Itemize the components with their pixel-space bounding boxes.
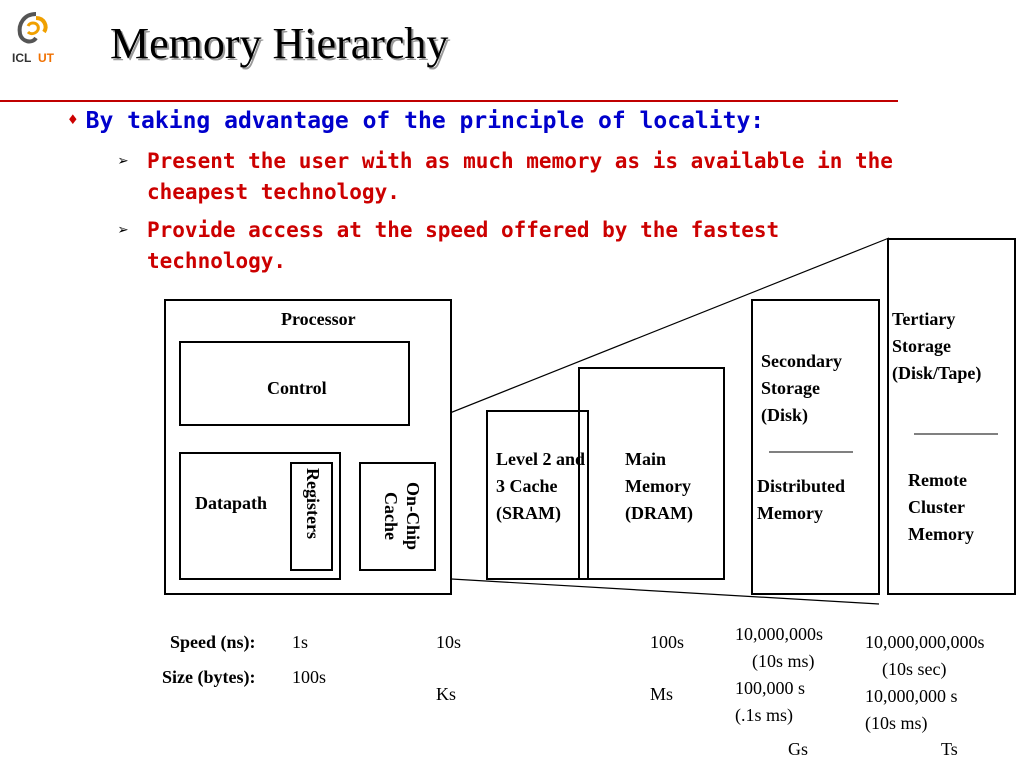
sub-bullet-1-text: Present the user with as much memory as … [147, 149, 893, 204]
svg-text:UT: UT [38, 51, 55, 65]
sub-bullet-1: ➢ Present the user with as much memory a… [118, 146, 937, 208]
slide-title: Memory Hierarchy [110, 19, 449, 68]
distributed-memory-label: Distributed Memory [757, 476, 846, 523]
size-registers: 100s [292, 667, 327, 687]
size-main-memory: Ms [650, 684, 674, 704]
speed-secondary-note: (10s ms) [752, 651, 815, 671]
main-bullet: ♦ By taking advantage of the principle of… [68, 108, 764, 134]
speed-tertiary-note: (10s sec) [882, 659, 947, 679]
registers-box [290, 462, 333, 571]
main-memory-label: Main Memory (DRAM) [625, 449, 693, 523]
arrow-bullet-icon: ➢ [118, 151, 129, 172]
size-secondary: 100,000 s [735, 678, 806, 698]
secondary-storage-box [751, 299, 880, 595]
size-cache: Ks [436, 684, 457, 704]
icl-ut-logo: ICL UT [12, 12, 55, 65]
tertiary-storage-label: Tertiary Storage (Disk/Tape) [892, 309, 982, 383]
size-tertiary-note: (10s ms) [865, 713, 928, 733]
speed-cache: 10s [436, 632, 462, 652]
speed-tertiary: 10,000,000,000s [865, 632, 985, 652]
diamond-bullet-icon: ♦ [68, 110, 78, 129]
speed-registers: 1s [292, 632, 309, 652]
size-row-label: Size (bytes): [162, 667, 256, 687]
size-tertiary: 10,000,000 s [865, 686, 958, 706]
main-bullet-text: By taking advantage of the principle of … [85, 108, 765, 134]
secondary-storage-label: Secondary Storage (Disk) [761, 351, 842, 425]
svg-text:ICL: ICL [12, 51, 31, 65]
control-box [179, 341, 410, 426]
size-secondary-unit: Gs [788, 739, 809, 759]
remote-cluster-memory-label: Remote Cluster Memory [908, 470, 974, 544]
level23-cache-label: Level 2 and 3 Cache (SRAM) [496, 449, 586, 523]
control-label: Control [267, 378, 327, 398]
level23-cache-box [486, 410, 589, 580]
size-tertiary-unit: Ts [941, 739, 958, 759]
speed-row-label: Speed (ns): [170, 632, 256, 652]
sub-bullet-2: ➢ Provide access at the speed offered by… [118, 215, 892, 277]
title-rule [0, 100, 898, 102]
tertiary-storage-box [887, 238, 1016, 595]
datapath-label: Datapath [195, 493, 268, 513]
speed-secondary: 10,000,000s [735, 624, 824, 644]
processor-label: Processor [281, 309, 356, 329]
main-memory-box [578, 367, 725, 580]
registers-label: Registers [303, 468, 323, 539]
onchip-cache-box [359, 462, 436, 571]
sub-bullet-2-text: Provide access at the speed offered by t… [147, 218, 780, 273]
onchip-cache-label: On-Chip Cache [381, 481, 423, 551]
size-secondary-note: (.1s ms) [735, 705, 793, 725]
speed-main-memory: 100s [650, 632, 685, 652]
arrow-bullet-icon: ➢ [118, 220, 129, 241]
